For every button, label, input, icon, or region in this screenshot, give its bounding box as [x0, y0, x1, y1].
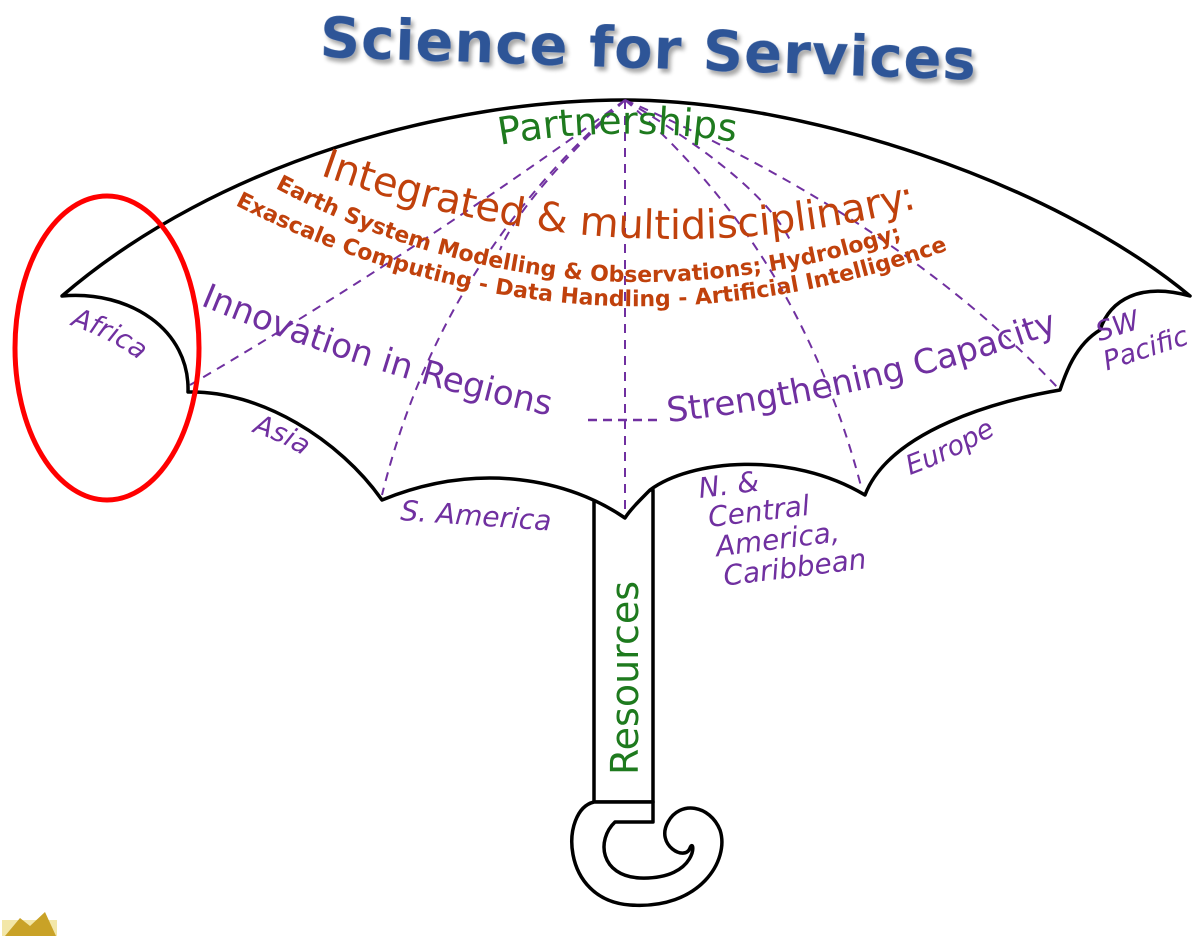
logo-fragment-icon — [2, 912, 57, 936]
resources-label: Resources — [603, 581, 647, 775]
n-central-line1: N. & — [697, 465, 761, 505]
umbrella-hook — [570, 800, 724, 907]
africa-highlight-ellipse — [12, 193, 202, 503]
region-s-america: S. America — [400, 494, 553, 537]
page-title: Science for Services — [319, 6, 978, 94]
canopy-ribs — [189, 99, 1059, 510]
